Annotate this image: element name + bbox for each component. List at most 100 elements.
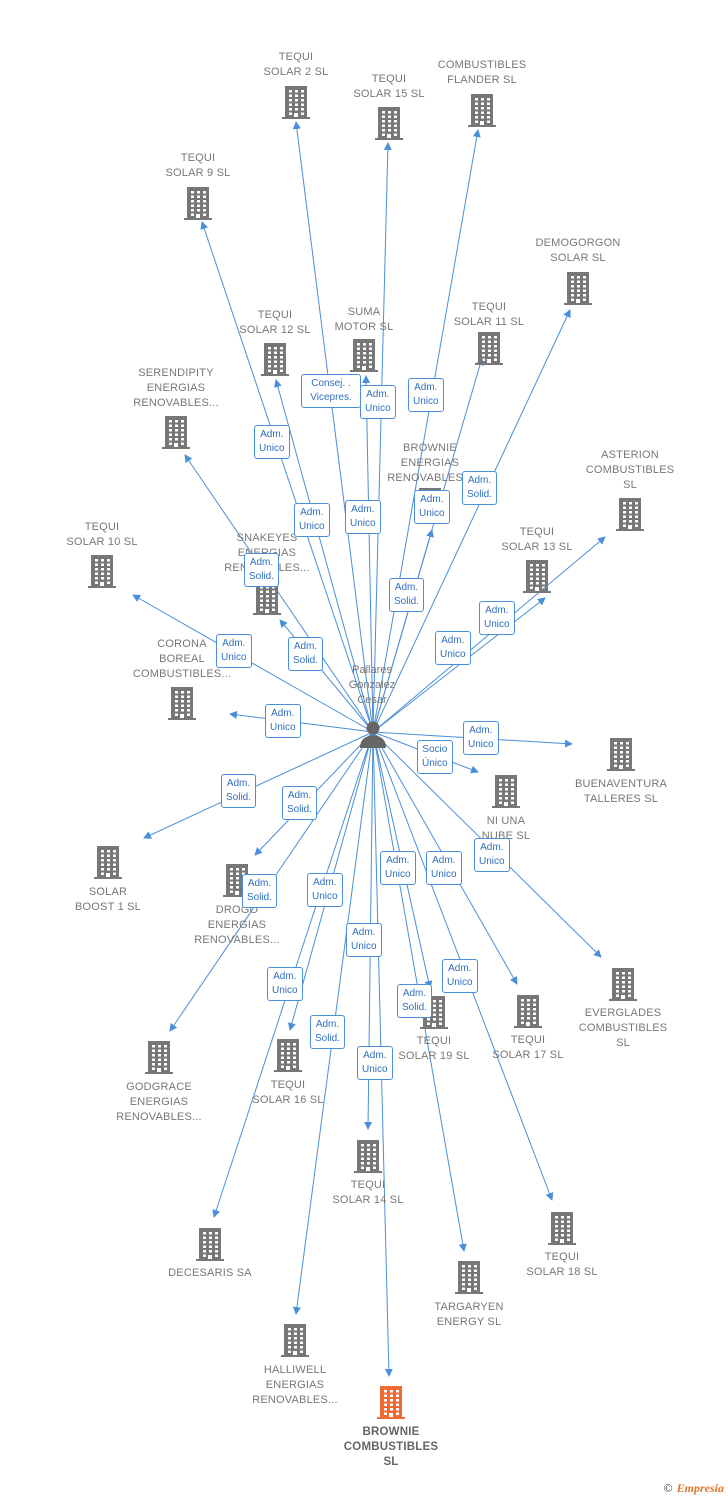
role-badge-serendipity[interactable]: Adm. Solid. xyxy=(244,553,280,587)
company-node-tequi-solar-13[interactable]: TEQUI SOLAR 13 SL xyxy=(472,525,602,594)
building-icon xyxy=(468,94,496,127)
role-badge-snakeyes[interactable]: Adm. Solid. xyxy=(288,637,324,671)
role-badge-tequi-solar-9[interactable]: Adm. Unico xyxy=(254,425,290,459)
company-label: TEQUI SOLAR 18 SL xyxy=(526,1251,598,1278)
company-node-solar-boost[interactable]: SOLAR BOOST 1 SL xyxy=(43,844,173,915)
company-label: BUENAVENTURA TALLERES SL xyxy=(574,778,668,805)
role-badge-brownie-combustibles[interactable]: Adm. Unico xyxy=(357,1046,393,1080)
role-badge-tequi-solar-15[interactable]: Adm. Unico xyxy=(360,385,396,419)
relation-link-tequi-solar-12 xyxy=(274,379,374,733)
company-node-asterion[interactable]: ASTERION COMBUSTIBLES SL xyxy=(565,448,695,532)
building-icon xyxy=(94,846,122,879)
role-badge-tequi-solar-18[interactable]: Adm. Unico xyxy=(442,959,478,993)
company-node-tequi-solar-15[interactable]: TEQUI SOLAR 15 SL xyxy=(324,72,454,141)
company-label: BROWNIE COMBUSTIBLES SL xyxy=(343,1426,439,1468)
role-badge-suma-motor[interactable]: Adm. Unico xyxy=(345,500,381,534)
role-badge-brownie-energias[interactable]: Adm. Solid. xyxy=(389,578,425,612)
building-icon xyxy=(607,738,635,771)
building-icon xyxy=(375,107,403,140)
building-icon xyxy=(168,687,196,720)
building-icon xyxy=(88,555,116,588)
relation-link-combustibles-flander xyxy=(372,129,481,733)
company-node-tequi-solar-9[interactable]: TEQUI SOLAR 9 SL xyxy=(133,151,263,221)
role-badge-godgrace[interactable]: Adm. Solid. xyxy=(242,874,278,908)
company-node-tequi-solar-17[interactable]: TEQUI SOLAR 17 SL xyxy=(463,993,593,1063)
company-node-tequi-solar-14[interactable]: TEQUI SOLAR 14 SL xyxy=(303,1138,433,1208)
company-node-godgrace[interactable]: GODGRACE ENERGIAS RENOVABLES... xyxy=(94,1039,224,1125)
company-node-combustibles-flander[interactable]: COMBUSTIBLES FLANDER SL xyxy=(417,58,547,128)
company-node-suma-motor[interactable]: SUMA MOTOR SL xyxy=(299,305,429,373)
building-icon xyxy=(253,582,281,615)
company-node-halliwell[interactable]: HALLIWELL ENERGIAS RENOVABLES... xyxy=(230,1322,360,1408)
company-label: TEQUI SOLAR 2 SL xyxy=(263,51,329,78)
company-node-brownie-combustibles[interactable]: BROWNIE COMBUSTIBLES SL xyxy=(326,1384,456,1470)
company-node-serendipity[interactable]: SERENDIPITY ENERGIAS RENOVABLES... xyxy=(111,366,241,450)
company-label: TEQUI SOLAR 17 SL xyxy=(492,1034,564,1061)
company-node-corona-boreal[interactable]: CORONA BOREAL COMBUSTIBLES... xyxy=(117,637,247,721)
role-badge-buenaventura[interactable]: Adm. Unico xyxy=(463,721,499,755)
role-badge-tequi-solar-13[interactable]: Adm. Unico xyxy=(435,631,471,665)
main-building-icon xyxy=(377,1386,405,1419)
role-badge-demogorgon-solar[interactable]: Adm. Solid. xyxy=(462,471,498,505)
role-badge-tequi-solar-11[interactable]: Adm. Unico xyxy=(414,490,450,524)
company-node-tequi-solar-12[interactable]: TEQUI SOLAR 12 SL xyxy=(210,308,340,377)
brand-name: Empresia xyxy=(676,1481,724,1495)
role-badge-drogo[interactable]: Adm. Solid. xyxy=(282,786,318,820)
company-node-demogorgon-solar[interactable]: DEMOGORGON SOLAR SL xyxy=(513,236,643,306)
company-node-tequi-solar-16[interactable]: TEQUI SOLAR 16 SL xyxy=(223,1037,353,1108)
building-icon xyxy=(261,343,289,376)
building-icon xyxy=(492,775,520,808)
role-badge-tequi-solar-14[interactable]: Adm. Unico xyxy=(346,923,382,957)
role-badge-combustibles-flander[interactable]: Adm. Unico xyxy=(408,378,444,412)
building-icon xyxy=(548,1212,576,1245)
building-icon xyxy=(196,1228,224,1261)
company-label: TEQUI SOLAR 11 SL xyxy=(453,301,525,328)
company-node-buenaventura[interactable]: BUENAVENTURA TALLERES SL xyxy=(556,736,686,807)
role-badge-tequi-solar-10[interactable]: Adm. Unico xyxy=(216,634,252,668)
company-label: SOLAR BOOST 1 SL xyxy=(75,886,141,913)
person-name: Pallares Gonzalez Cesar xyxy=(348,664,396,706)
building-icon xyxy=(223,864,251,897)
role-badge-tequi-solar-16[interactable]: Adm. Unico xyxy=(307,873,343,907)
relation-link-brownie-energias xyxy=(372,529,434,733)
role-badge-everglades[interactable]: Adm. Unico xyxy=(474,838,510,872)
role-badge-tequi-solar-2[interactable]: Consej. . Vicepres. xyxy=(301,374,361,408)
company-label: COMBUSTIBLES FLANDER SL xyxy=(437,59,527,86)
building-icon xyxy=(350,339,378,372)
building-icon xyxy=(523,560,551,593)
company-label: TEQUI SOLAR 19 SL xyxy=(398,1035,470,1062)
building-icon xyxy=(609,968,637,1001)
company-node-tequi-solar-11[interactable]: TEQUI SOLAR 11 SL xyxy=(424,300,554,366)
role-badge-ni-una-nube[interactable]: Socio Único xyxy=(417,740,453,774)
role-badge-solar-boost[interactable]: Adm. Solid. xyxy=(221,774,257,808)
company-label: TEQUI SOLAR 12 SL xyxy=(239,309,311,336)
role-badge-tequi-solar-19[interactable]: Adm. Unico xyxy=(380,851,416,885)
relation-link-tequi-solar-13 xyxy=(372,597,546,733)
role-badge-halliwell[interactable]: Adm. Solid. xyxy=(310,1015,346,1049)
building-icon xyxy=(514,995,542,1028)
role-badge-tequi-solar-12[interactable]: Adm. Unico xyxy=(294,503,330,537)
company-label: TEQUI SOLAR 15 SL xyxy=(353,73,425,100)
role-badge-asterion[interactable]: Adm. Unico xyxy=(479,601,515,635)
company-node-tequi-solar-18[interactable]: TEQUI SOLAR 18 SL xyxy=(497,1210,627,1280)
company-label: HALLIWELL ENERGIAS RENOVABLES... xyxy=(252,1364,338,1406)
company-node-brownie-energias[interactable]: BROWNIE ENERGIAS RENOVABLES... xyxy=(365,441,495,522)
relation-link-tequi-solar-2 xyxy=(292,121,374,733)
building-icon xyxy=(564,272,592,305)
role-badge-corona-boreal[interactable]: Adm. Unico xyxy=(265,704,301,738)
person-icon xyxy=(360,721,386,748)
role-badge-decesaris[interactable]: Adm. Unico xyxy=(267,967,303,1001)
company-label: DEMOGORGON SOLAR SL xyxy=(535,237,621,264)
company-node-tequi-solar-2[interactable]: TEQUI SOLAR 2 SL xyxy=(231,50,361,120)
credit[interactable]: ©Empresia xyxy=(664,1481,724,1496)
role-badge-targaryen[interactable]: Adm. Solid. xyxy=(397,984,433,1018)
company-node-decesaris[interactable]: DECESARIS SA xyxy=(145,1226,275,1281)
company-node-ni-una-nube[interactable]: NI UNA NUBE SL xyxy=(441,773,571,844)
building-icon xyxy=(455,1261,483,1294)
company-node-everglades[interactable]: EVERGLADES COMBUSTIBLES SL xyxy=(558,966,688,1051)
company-node-targaryen[interactable]: TARGARYEN ENERGY SL xyxy=(404,1259,534,1330)
role-badge-tequi-solar-17[interactable]: Adm. Unico xyxy=(426,851,462,885)
company-node-tequi-solar-10[interactable]: TEQUI SOLAR 10 SL xyxy=(37,520,167,589)
company-node-drogo[interactable]: DROGO ENERGIAS RENOVABLES... xyxy=(172,862,302,948)
